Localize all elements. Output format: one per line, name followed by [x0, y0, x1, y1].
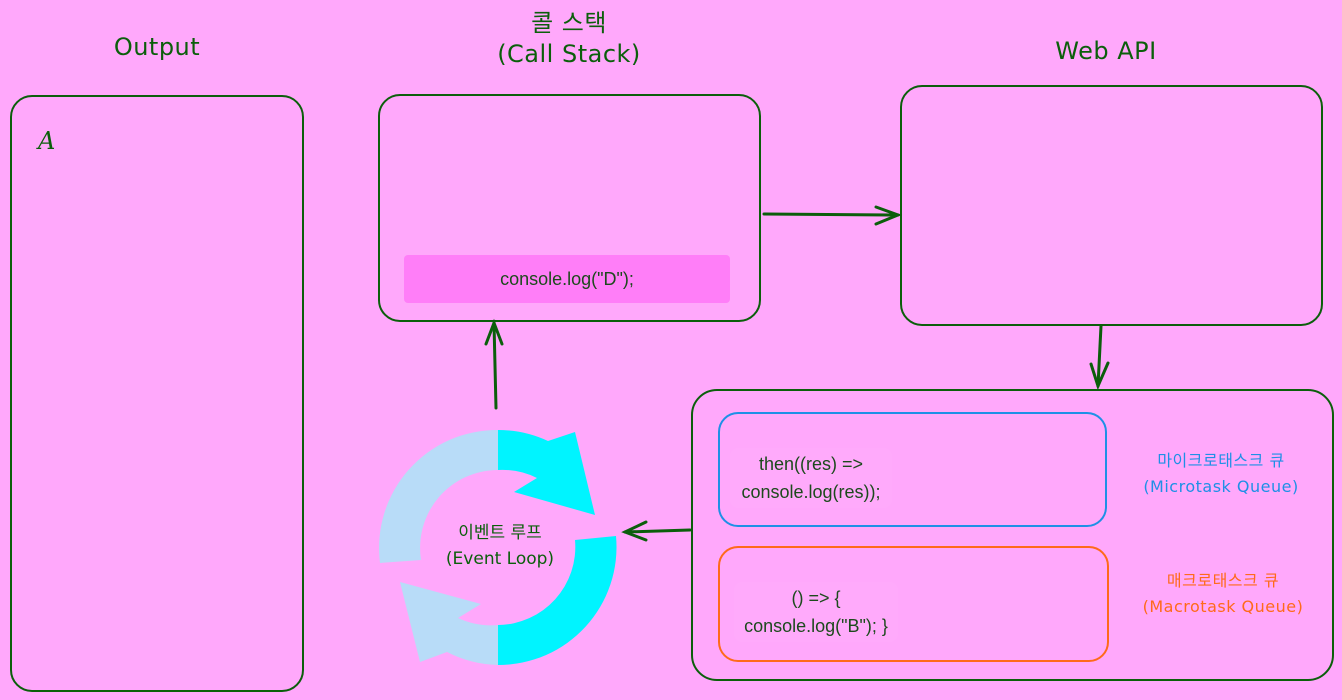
arrow-stack-to-webapi	[762, 205, 903, 226]
loop-segment-bottom-right	[498, 536, 617, 666]
macrotask-item: () => { console.log("B"); }	[734, 582, 898, 642]
arrow-queues-to-loop	[621, 520, 692, 542]
web-api-panel	[900, 85, 1323, 326]
macrotask-queue-label: 매크로태스크 큐 (Macrotask Queue)	[1118, 568, 1328, 620]
output-panel: A	[10, 95, 304, 692]
microtask-queue-label: 마이크로태스크 큐 (Microtask Queue)	[1118, 448, 1324, 500]
call-stack-panel: console.log("D");	[378, 94, 761, 322]
microtask-line-2: console.log(res));	[741, 482, 881, 502]
event-loop-label: 이벤트 루프 (Event Loop)	[420, 520, 580, 572]
loop-segment-top-left	[379, 429, 498, 563]
microtask-line-1: then((res) =>	[758, 454, 864, 474]
event-loop-icon	[379, 429, 617, 666]
output-title: Output	[113, 33, 201, 61]
call-stack-title-en: (Call Stack)	[497, 40, 641, 69]
call-stack-title: 콜 스택 (Call Stack)	[378, 8, 760, 70]
microtask-label-ko: 마이크로태스크 큐	[1157, 451, 1285, 470]
loop-segment-bottom-left	[400, 582, 498, 665]
stack-frame: console.log("D");	[404, 255, 730, 303]
macrotask-line-1: () => {	[791, 588, 841, 608]
arrow-webapi-to-queues	[1089, 324, 1110, 391]
task-queues-panel	[691, 389, 1334, 681]
macrotask-label-ko: 매크로태스크 큐	[1166, 571, 1280, 590]
microtask-item: then((res) => console.log(res));	[730, 448, 892, 508]
arrow-loop-to-stack	[484, 318, 504, 410]
web-api-title: Web API	[1055, 37, 1157, 65]
macrotask-queue: () => { console.log("B"); }	[718, 546, 1109, 662]
macrotask-line-2: console.log("B"); }	[744, 616, 888, 636]
macrotask-label-en: (Macrotask Queue)	[1142, 597, 1304, 616]
call-stack-title-ko: 콜 스택	[531, 9, 607, 37]
microtask-queue: then((res) => console.log(res));	[718, 412, 1107, 527]
microtask-label-en: (Microtask Queue)	[1143, 477, 1299, 496]
event-loop-label-en: (Event Loop)	[445, 549, 555, 569]
event-loop-label-ko: 이벤트 루프	[458, 523, 542, 543]
output-line: A	[38, 127, 56, 155]
loop-segment-top-right	[498, 429, 595, 515]
